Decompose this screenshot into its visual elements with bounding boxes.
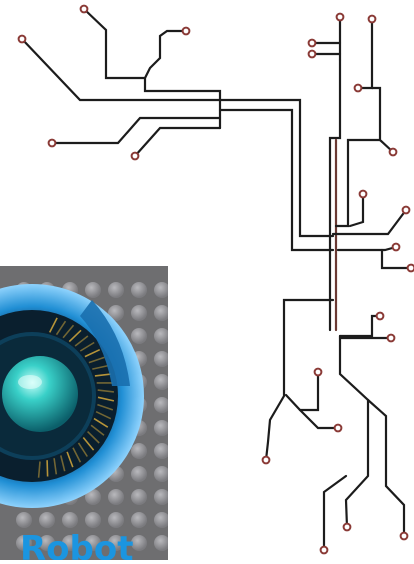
trace-pad [342, 522, 352, 532]
panel-dot [154, 305, 168, 321]
trace-pad [388, 147, 398, 157]
circuit-ring-trace [72, 447, 82, 463]
trace-pad [367, 14, 377, 24]
circuit-ring-trace [90, 424, 105, 436]
trace-pad [375, 311, 385, 321]
panel-dot [154, 397, 168, 413]
circuit-ring-trace [82, 436, 95, 451]
trace-pad [47, 138, 57, 148]
panel-dot [85, 489, 101, 505]
trace-pad [79, 4, 89, 14]
circuit-ring-trace [87, 431, 100, 444]
robot-eye-logo-icon: Robot [0, 266, 168, 560]
panel-dot [108, 305, 124, 321]
circuit-ring-trace [97, 396, 115, 402]
panel-dot [16, 512, 32, 528]
panel-dot [154, 282, 168, 298]
panel-dot [154, 351, 168, 367]
panel-dot [154, 535, 168, 551]
circuit-ring-trace [74, 335, 89, 347]
trace-pad [307, 38, 317, 48]
panel-dot [85, 512, 101, 528]
trace-pad [130, 151, 140, 161]
panel-dot [62, 512, 78, 528]
trace-pad [313, 367, 323, 377]
trace-pad [17, 34, 27, 44]
circuit-ring-trace [84, 348, 101, 358]
panel-dot [62, 535, 78, 551]
panel-dot [154, 443, 168, 459]
circuit-ring-trace [62, 324, 75, 339]
panel-dot [154, 489, 168, 505]
circuit-ring-trace [60, 455, 66, 472]
panel-dot [16, 535, 32, 551]
robot-logo: Robot [0, 266, 168, 560]
trace-pad [391, 242, 401, 252]
circuit-ring-trace [77, 442, 88, 457]
circuit-ring-trace [48, 317, 58, 333]
panel-dot [131, 512, 147, 528]
panel-dot [108, 282, 124, 298]
panel-dot [85, 535, 101, 551]
trace-pad [399, 531, 409, 541]
trace-pad [335, 12, 345, 22]
circuit-ring-trace [53, 458, 58, 475]
panel-dot [131, 282, 147, 298]
panel-dot [108, 489, 124, 505]
panel-dot [131, 305, 147, 321]
panel-dot [131, 443, 147, 459]
panel-dot [154, 420, 168, 436]
panel-dot [108, 535, 124, 551]
trace-pad [261, 455, 271, 465]
circuit-ring-trace [79, 341, 95, 352]
panel-dot [131, 489, 147, 505]
panel-dot [154, 374, 168, 390]
panel-dot [39, 535, 55, 551]
panel-dot [108, 512, 124, 528]
trace-pad [406, 263, 414, 273]
trace-pad [386, 333, 396, 343]
panel-dot [131, 535, 147, 551]
circuit-ring-trace [46, 460, 49, 477]
panel-dot [85, 282, 101, 298]
circuit-ring-trace [37, 461, 41, 478]
circuit-ring-trace [97, 389, 114, 393]
circuit-ring-trace [55, 320, 67, 336]
logo-text: Robot [20, 529, 134, 560]
circuit-ring-trace [88, 356, 105, 364]
panel-dot [39, 512, 55, 528]
trace-pad [333, 423, 343, 433]
circuit-ring-trace [66, 451, 74, 468]
panel-dot [154, 328, 168, 344]
trace-pad [401, 205, 411, 215]
pad-group [17, 4, 414, 555]
panel-dot [131, 466, 147, 482]
circuit-ring-trace [94, 373, 112, 377]
circuit-ring-trace [95, 410, 112, 420]
panel-dot [154, 466, 168, 482]
circuit-ring-trace [92, 364, 109, 370]
trace-pad [353, 83, 363, 93]
panel-dot [154, 512, 168, 528]
trace-pad [358, 189, 368, 199]
circuit-ring-trace [93, 417, 109, 428]
trace-pad [307, 49, 317, 59]
trace-pad [181, 26, 191, 36]
panel-dot [131, 328, 147, 344]
trace-pad [319, 545, 329, 555]
circuit-ring-trace [97, 403, 114, 411]
circuit-ring-trace [68, 329, 82, 343]
